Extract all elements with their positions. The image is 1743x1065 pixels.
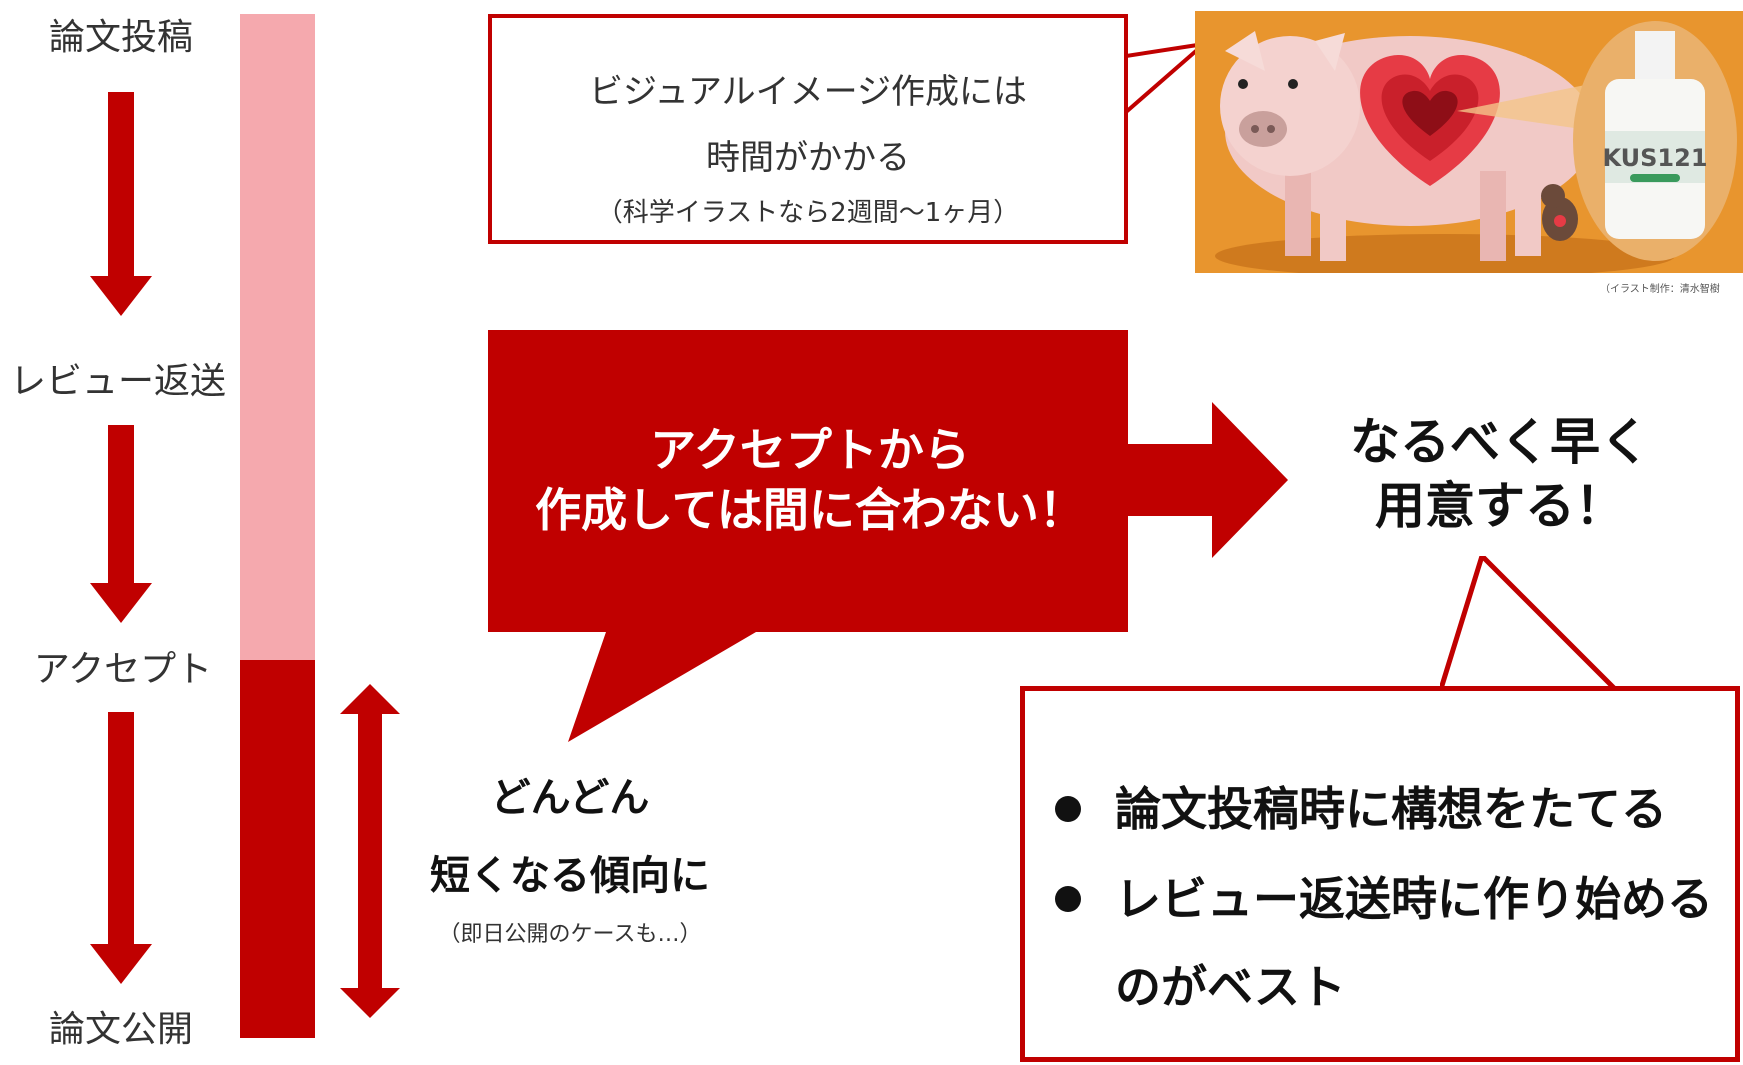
cta-line-1: なるべく早く (1350, 413, 1650, 471)
bullet-icon (1055, 885, 1081, 912)
shortening-line-1: どんどん (490, 775, 650, 821)
note-line-1: ビジュアルイメージ作成には (589, 72, 1027, 112)
best-box-tail (1440, 556, 1620, 694)
down-arrow-icon (90, 425, 152, 623)
warning-line-1: アクセプトから (650, 423, 970, 477)
shortening-note: （即日公開のケースも…） (438, 922, 702, 947)
cta-line-2: 用意する！ (1375, 477, 1625, 535)
stage-label-publication: 論文公開 (48, 1009, 193, 1050)
best-practice-item: レビュー返送時に作り始める (1055, 863, 1713, 929)
best-practice-item-text: レビュー返送時に作り始める (1115, 872, 1713, 926)
illustration-art: KUS121 (1195, 11, 1743, 273)
note-bubble: ビジュアルイメージ作成には 時間がかかる （科学イラストなら2週間〜1ヶ月） (488, 14, 1128, 244)
right-arrow-icon (1128, 402, 1288, 558)
down-arrow-icon (90, 712, 152, 984)
stage-label-review: レビュー返送 (9, 361, 226, 402)
science-illustration: KUS121 (1195, 11, 1743, 273)
best-practice-continuation: のがベスト (1115, 960, 1346, 1014)
warning-callout-shape (488, 330, 1128, 742)
shortening-line-2: 短くなる傾向に (430, 853, 710, 899)
timeline-bar-light (240, 14, 315, 660)
warning-line-2: 作成しては間に合わない！ (535, 483, 1085, 537)
best-practice-item-text: 論文投稿時に構想をたてる (1115, 782, 1667, 836)
stage-label-submission: 論文投稿 (48, 17, 193, 58)
bottle-label: KUS121 (1602, 144, 1707, 172)
best-practice-box: 論文投稿時に構想をたてる レビュー返送時に作り始める のがベスト (1020, 686, 1740, 1062)
note-line-2: 時間がかかる (706, 138, 910, 178)
best-practice-item: 論文投稿時に構想をたてる (1055, 773, 1667, 839)
bullet-icon (1055, 795, 1081, 822)
timeline-bar-dark (240, 660, 315, 1038)
note-bubble-tail (1126, 41, 1206, 114)
double-arrow-icon (340, 684, 400, 1018)
stage-label-accept: アクセプト (33, 649, 213, 690)
note-line-3: （科学イラストなら2週間〜1ヶ月） (596, 198, 1020, 228)
illustration-credit: （イラスト制作：清水智樹 (1600, 284, 1720, 295)
down-arrow-icon (90, 92, 152, 316)
